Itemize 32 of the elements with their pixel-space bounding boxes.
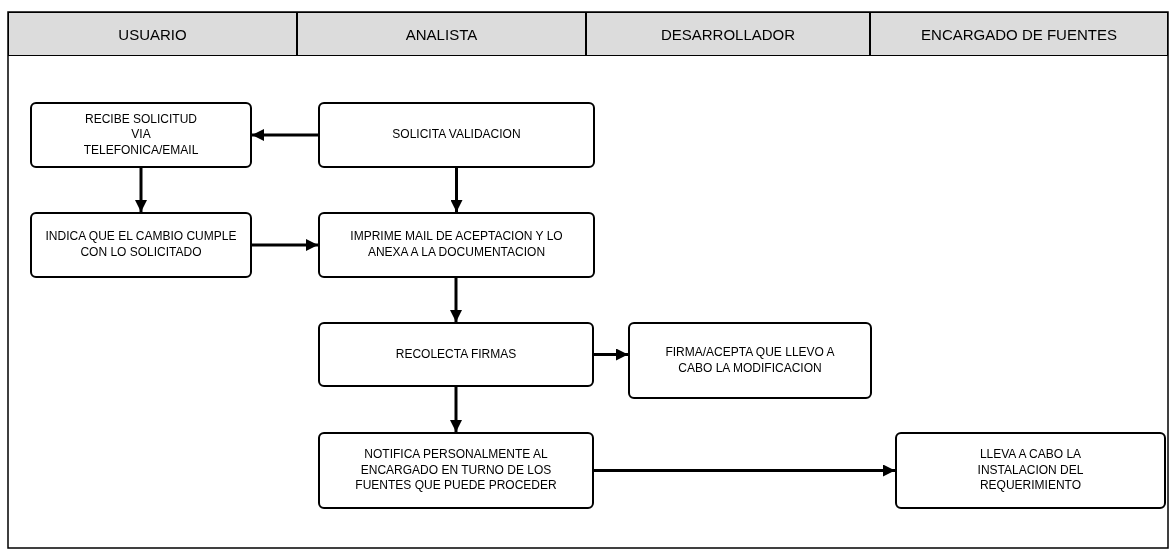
lane-title: DESARROLLADOR — [660, 25, 796, 43]
step-text: RECOLECTA FIRMAS — [395, 346, 517, 363]
step-text: FIRMA/ACEPTA QUE LLEVO A CABO LA MODIFICACION — [664, 344, 836, 377]
arrow — [252, 129, 318, 141]
lane-header — [8, 12, 297, 56]
lane-title: ENCARGADO DE FUENTES — [921, 25, 1117, 43]
lane-header — [870, 12, 1168, 56]
process-box — [318, 102, 595, 168]
lane-header — [297, 12, 586, 56]
process-box — [895, 432, 1166, 509]
arrow — [135, 168, 147, 212]
arrow — [450, 387, 462, 432]
arrow — [450, 278, 462, 322]
step-text: LLEVA A CABO LA INSTALACION DEL REQUERIMIENTO — [976, 447, 1085, 494]
process-box — [318, 322, 594, 387]
lane-title: USUARIO — [118, 25, 187, 43]
lane-title: ANALISTA — [405, 25, 478, 43]
arrow — [450, 168, 463, 212]
arrow — [594, 348, 628, 361]
step-text: IMPRIME MAIL DE ACEPTACION Y LO ANEXA A LA DOCUMENTACION — [349, 229, 564, 261]
step-text: RECIBE SOLICITUD VIA TELEFONICA/EMAIL — [82, 111, 200, 159]
process-box — [30, 102, 252, 168]
step-text: SOLICITA VALIDACION — [392, 127, 521, 143]
lane-header — [586, 12, 870, 56]
arrow — [594, 464, 895, 477]
process-box — [318, 432, 594, 509]
process-box — [628, 322, 872, 399]
process-box — [30, 212, 252, 278]
arrow — [252, 239, 318, 251]
step-text: INDICA QUE EL CAMBIO CUMPLE CON LO SOLICITADO — [44, 229, 238, 261]
step-text: NOTIFICA PERSONALMENTE AL ENCARGADO EN TURNO DE LOS FUENTES QUE PUEDE PROCEDER — [354, 447, 558, 494]
process-box — [318, 212, 595, 278]
